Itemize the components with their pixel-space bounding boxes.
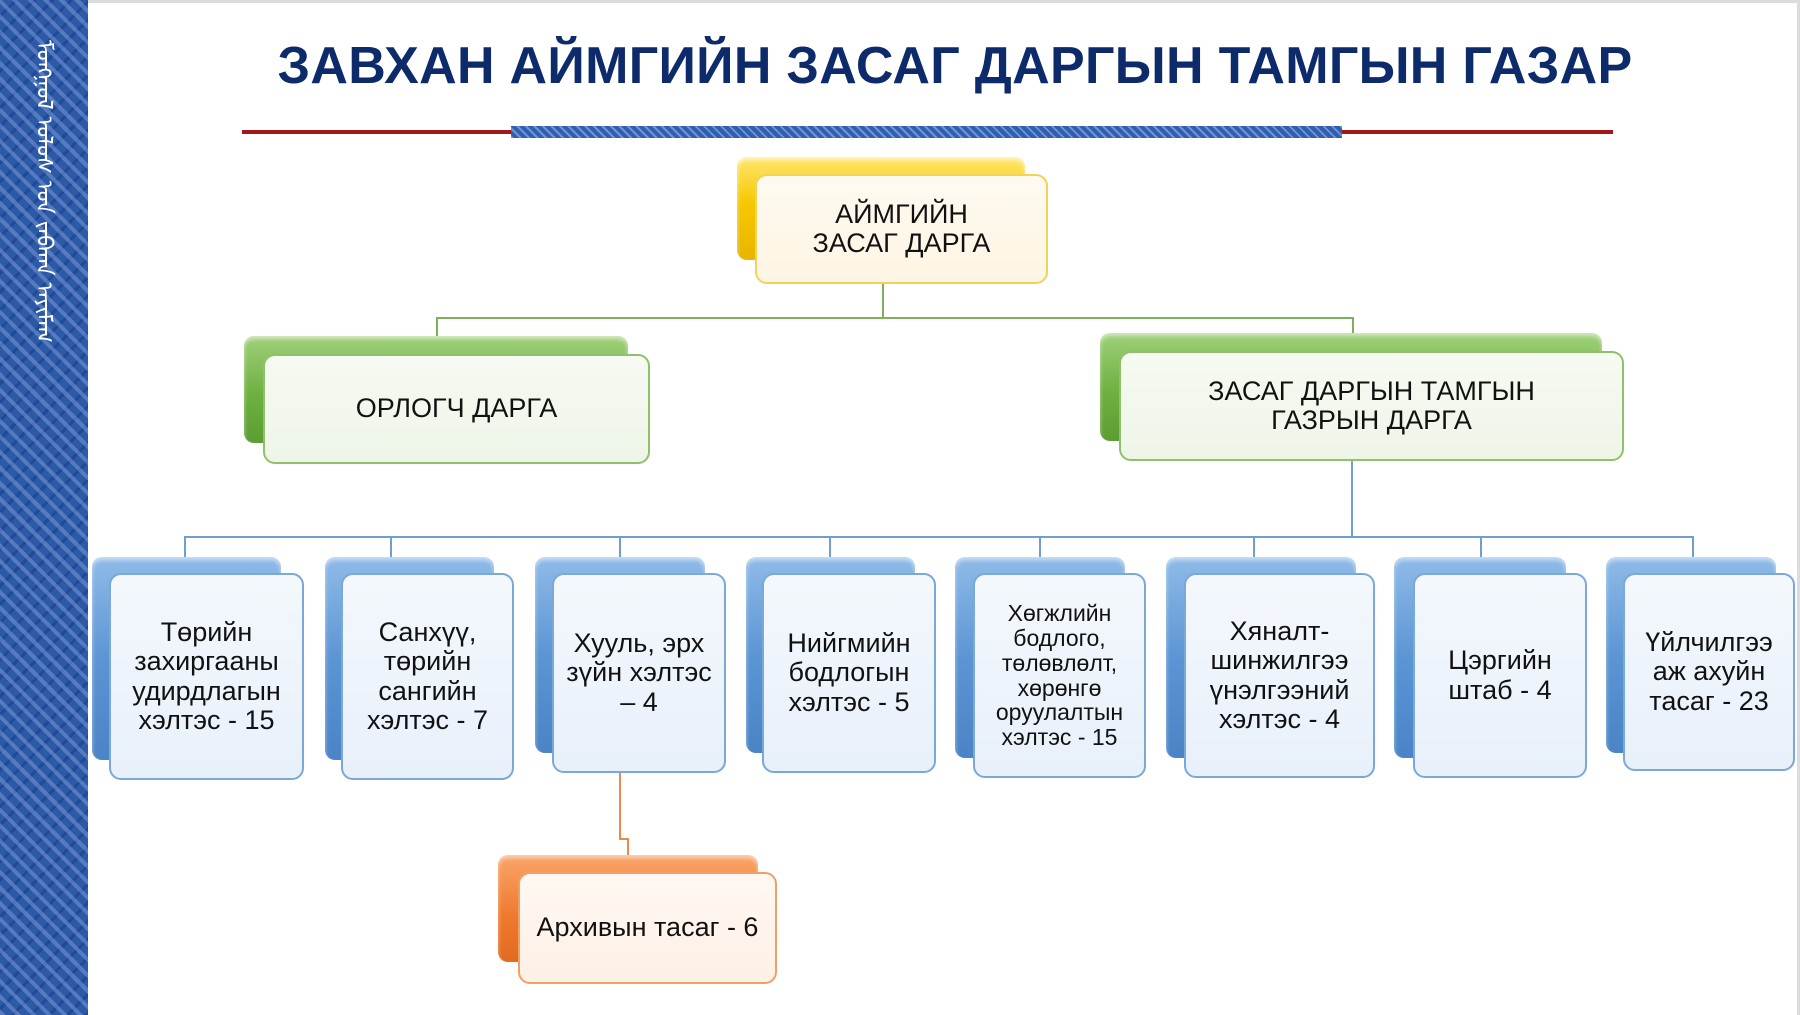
connector-level2-horizontal (436, 317, 1354, 319)
node-deputy-governor-label: ОРЛОГЧ ДАРГА (263, 354, 650, 464)
node-archive-label: Архивын тасаг - 6 (518, 872, 777, 984)
connector-office-head-down (1351, 461, 1353, 538)
node-department-label: Үйлчилгээ аж ахуйн тасаг - 23 (1623, 573, 1795, 771)
connector-dept-1 (184, 536, 186, 558)
connector-dept-5 (1039, 536, 1041, 558)
node-department-label: Цэргийн штаб - 4 (1413, 573, 1587, 778)
slide-top-border (0, 0, 1800, 3)
connector-archive-1 (619, 772, 621, 839)
connector-departments-horizontal (184, 536, 1694, 538)
node-office-head-label: ЗАСАГ ДАРГЫН ТАМГЫН ГАЗРЫН ДАРГА (1119, 351, 1624, 461)
connector-root-down (882, 284, 884, 319)
node-department-label: Нийгмийн бодлогын хэлтэс - 5 (762, 573, 936, 773)
connector-to-deputy (436, 317, 438, 337)
node-department-label: Төрийн захиргааны удирдлагын хэлтэс - 15 (109, 573, 304, 780)
connector-dept-8 (1692, 536, 1694, 558)
connector-dept-6 (1253, 536, 1255, 558)
node-department-label: Санхүү, төрийн сангийн хэлтэс - 7 (341, 573, 514, 780)
node-department-label: Хяналт-шинжилгээ үнэлгээний хэлтэс - 4 (1184, 573, 1375, 778)
connector-archive-2 (619, 838, 629, 840)
node-governor-label: АЙМГИЙН ЗАСАГ ДАРГА (755, 174, 1048, 284)
connector-archive-3 (627, 838, 629, 856)
connector-dept-7 (1480, 536, 1482, 558)
slide-right-border (1797, 0, 1800, 1015)
connector-dept-2 (390, 536, 392, 558)
slide-title: ЗАВХАН АЙМГИЙН ЗАСАГ ДАРГЫН ТАМГЫН ГАЗАР (277, 37, 1633, 95)
title-underline-pattern (511, 126, 1342, 138)
decorative-side-band: ᠮᠣᠩᠭᠣᠯ ᠤᠯᠤᠰ ᠤᠨ ᠵᠠᠪᠬᠠᠨ ᠠᠶᠢᠮᠠᠭ (0, 0, 88, 1015)
node-department-label: Хөгжлийн бодлого, төлөвлөлт, хөрөнгө ору… (973, 573, 1146, 778)
connector-to-office-head (1352, 317, 1354, 334)
node-department-label: Хууль, эрх зүйн хэлтэс – 4 (552, 573, 726, 773)
connector-dept-4 (829, 536, 831, 558)
connector-dept-3 (619, 536, 621, 558)
mongolian-script-text: ᠮᠣᠩᠭᠣᠯ ᠤᠯᠤᠰ ᠤᠨ ᠵᠠᠪᠬᠠᠨ ᠠᠶᠢᠮᠠᠭ (31, 40, 56, 343)
